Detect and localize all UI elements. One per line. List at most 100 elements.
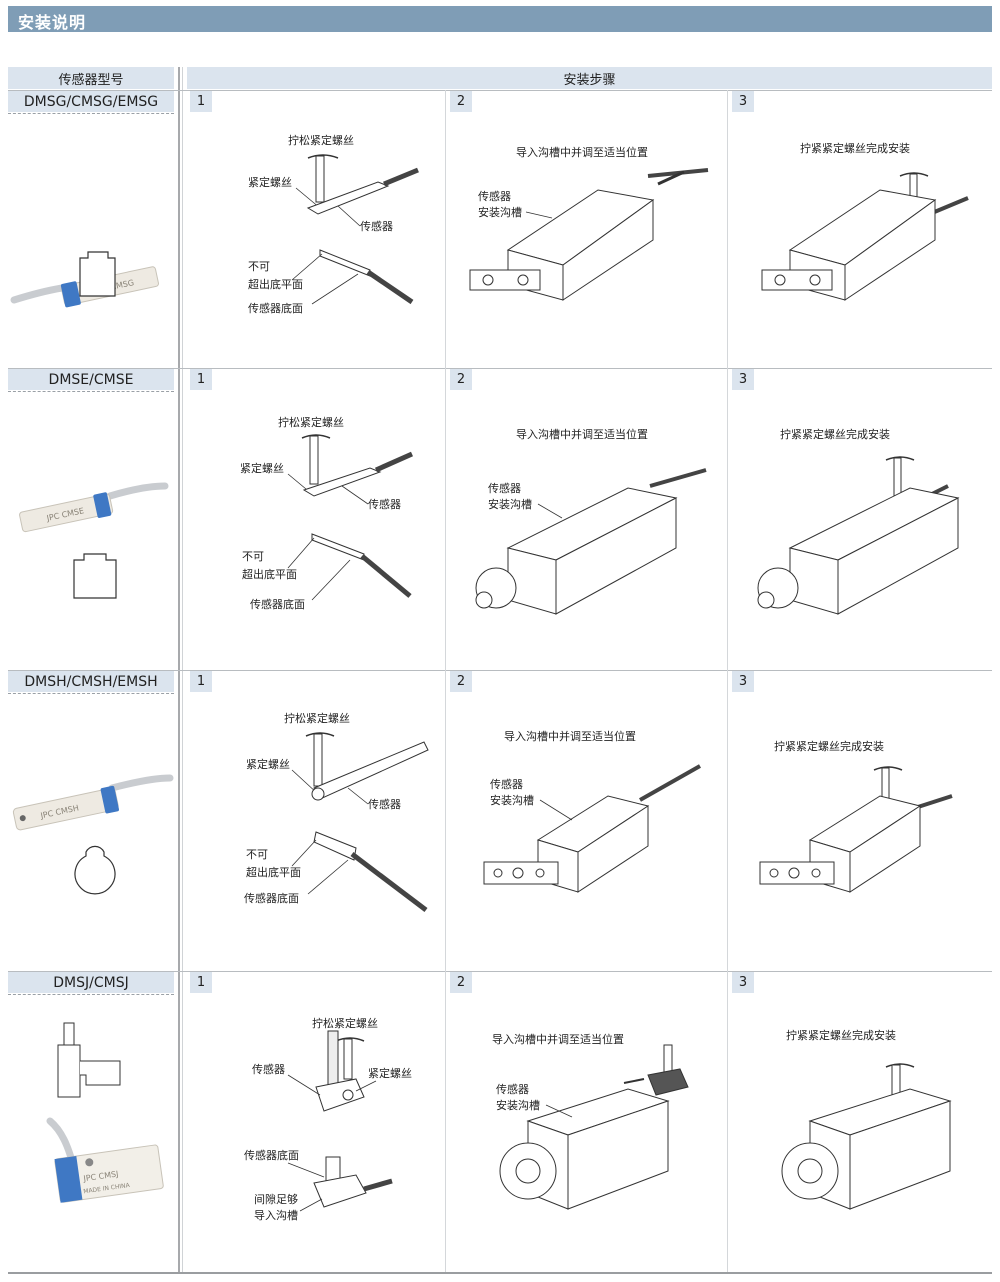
model-label: DMSH/CMSH/EMSH [8, 671, 174, 692]
step-label: 间隙足够 [254, 1192, 298, 1206]
column-divider [178, 67, 180, 1272]
table-row: DMSE/CMSE JPC CMSE 1 拧松紧定螺丝 紧定螺丝 传感器 不可 … [0, 368, 1000, 670]
model-label: DMSG/CMSG/EMSG [8, 91, 174, 112]
step-label: 传感器 [368, 498, 401, 511]
step-number: 2 [450, 91, 472, 112]
step-number: 3 [732, 972, 754, 993]
step-label: 安装沟槽 [490, 793, 534, 807]
step-illustration: 拧松紧定螺丝 传感器 紧定螺丝 传感器底面 间隙足够 导入沟槽 [244, 1016, 412, 1222]
sensor-photo: JPC CMSE [19, 482, 169, 599]
step-label: 导入沟槽中并调至适当位置 [492, 1032, 624, 1046]
dashed-divider [8, 391, 174, 392]
step-label: 拧紧紧定螺丝完成安装 [786, 1028, 896, 1042]
step-label: 导入沟槽中并调至适当位置 [504, 729, 636, 743]
step-cell: 3 拧紧紧定螺丝完成安装 [730, 90, 1000, 368]
step-cell: 3 拧紧紧定螺丝完成安装 [730, 368, 1000, 670]
step-label: 不可 [248, 260, 270, 273]
cell-divider [727, 368, 728, 670]
step-illustration: 拧松紧定螺丝 紧定螺丝 传感器 不可 超出底平面 传感器底面 [244, 711, 429, 912]
step-cell: 2 导入沟槽中并调至适当位置 传感器 安装沟槽 [448, 670, 728, 971]
step-label: 传感器底面 [244, 891, 299, 905]
cell-divider [445, 368, 446, 670]
header-steps-column: 安装步骤 [187, 67, 992, 89]
step-illustration: 导入沟槽中并调至适当位置 传感器 安装沟槽 [475, 427, 707, 615]
step-label: 传感器底面 [244, 1148, 299, 1162]
step-label: 不可 [246, 848, 268, 861]
step-cell: 2 导入沟槽中并调至适当位置 传感器 安装沟槽 [448, 90, 728, 368]
step-label: 超出底平面 [242, 567, 297, 581]
step-label: 导入沟槽中并调至适当位置 [516, 145, 648, 159]
step-number: 1 [190, 972, 212, 993]
step-illustration: 拧紧紧定螺丝完成安装 [759, 739, 953, 893]
step-illustration: 导入沟槽中并调至适当位置 传感器 安装沟槽 [483, 729, 701, 893]
step-illustration: 拧紧紧定螺丝完成安装 [761, 141, 969, 301]
step-illustration: 拧松紧定螺丝 紧定螺丝 传感器 不可 超出底平面 传感器底面 [248, 133, 419, 315]
step-number: 2 [450, 671, 472, 692]
step-number: 2 [450, 972, 472, 993]
step-illustration: 导入沟槽中并调至适当位置 传感器 安装沟槽 [469, 145, 709, 301]
step-illustration: 拧松紧定螺丝 紧定螺丝 传感器 不可 超出底平面 传感器底面 [240, 415, 414, 611]
step-cell: 3 拧紧紧定螺丝完成安装 [730, 670, 1000, 971]
step-label: 拧紧紧定螺丝完成安装 [800, 141, 910, 155]
row-separator [8, 971, 992, 972]
step-label: 拧松紧定螺丝 [288, 133, 354, 147]
step-label: 拧紧紧定螺丝完成安装 [780, 427, 890, 441]
sensor-photo: JPC CMSJ MADE IN CHINA [46, 1022, 164, 1203]
profile-icon [57, 1022, 121, 1098]
step-label: 导入沟槽 [254, 1209, 298, 1222]
table-row: DMSH/CMSH/EMSH JPC CMSH 1 拧松紧定螺丝 紧定螺丝 传感… [0, 670, 1000, 971]
row-separator [8, 670, 992, 671]
cell-divider [445, 971, 446, 1272]
step-illustration: 导入沟槽中并调至适当位置 传感器 安装沟槽 [492, 1032, 689, 1210]
step-label: 不可 [242, 550, 264, 563]
step-cell: 2 导入沟槽中并调至适当位置 传感器 安装沟槽 [448, 368, 728, 670]
step-label: 超出底平面 [248, 277, 303, 291]
cell-divider [727, 971, 728, 1272]
profile-icon [73, 553, 117, 599]
step-number: 3 [732, 91, 754, 112]
step-label: 传感器 [252, 1063, 285, 1076]
step-label: 紧定螺丝 [246, 757, 290, 771]
step-cell: 1 拧松紧定螺丝 传感器 紧定螺丝 传感器底面 间隙足够 导入沟槽 [188, 971, 468, 1272]
step-label: 安装沟槽 [478, 205, 522, 219]
step-cell: 1 拧松紧定螺丝 紧定螺丝 传感器 不可 超出底平面 传感器底面 [188, 670, 468, 971]
step-label: 传感器 [360, 220, 393, 233]
cell-divider [727, 670, 728, 971]
step-number: 1 [190, 91, 212, 112]
table-row: DMSG/CMSG/EMSG JPC CMSG 1 拧松紧定螺丝 紧定螺丝 传感… [0, 90, 1000, 368]
step-illustration: 拧紧紧定螺丝完成安装 [757, 427, 960, 615]
step-label: 安装沟槽 [488, 497, 532, 511]
step-cell: 1 拧松紧定螺丝 紧定螺丝 传感器 不可 超出底平面 传感器底面 [188, 90, 468, 368]
profile-icon [74, 845, 116, 895]
sensor-photo: JPC CMSG [10, 251, 159, 308]
cell-divider [445, 670, 446, 971]
step-label: 超出底平面 [246, 865, 301, 879]
page-title: 安装说明 [18, 13, 87, 32]
step-label: 传感器 [478, 190, 511, 203]
step-number: 3 [732, 369, 754, 390]
step-label: 传感器 [490, 778, 523, 791]
step-illustration: 拧紧紧定螺丝完成安装 [781, 1028, 952, 1210]
dashed-divider [8, 113, 174, 114]
step-label: 紧定螺丝 [368, 1066, 412, 1080]
step-number: 3 [732, 671, 754, 692]
cell-divider [445, 90, 446, 368]
step-label: 传感器 [496, 1083, 529, 1096]
column-divider-inner [182, 67, 183, 1272]
row-separator [8, 90, 992, 91]
model-label: DMSE/CMSE [8, 369, 174, 390]
step-number: 2 [450, 369, 472, 390]
step-label: 传感器底面 [250, 597, 305, 611]
step-cell: 3 拧紧紧定螺丝完成安装 [730, 971, 1000, 1272]
step-label: 传感器 [368, 798, 401, 811]
row-separator [8, 368, 992, 369]
step-label: 紧定螺丝 [248, 175, 292, 189]
step-cell: 1 拧松紧定螺丝 紧定螺丝 传感器 不可 超出底平面 传感器底面 [188, 368, 468, 670]
dashed-divider [8, 994, 174, 995]
step-number: 1 [190, 671, 212, 692]
step-label: 传感器底面 [248, 301, 303, 315]
step-label: 拧松紧定螺丝 [312, 1016, 378, 1030]
step-label: 紧定螺丝 [240, 461, 284, 475]
header-model-column: 传感器型号 [8, 67, 174, 89]
profile-icon [79, 251, 116, 297]
